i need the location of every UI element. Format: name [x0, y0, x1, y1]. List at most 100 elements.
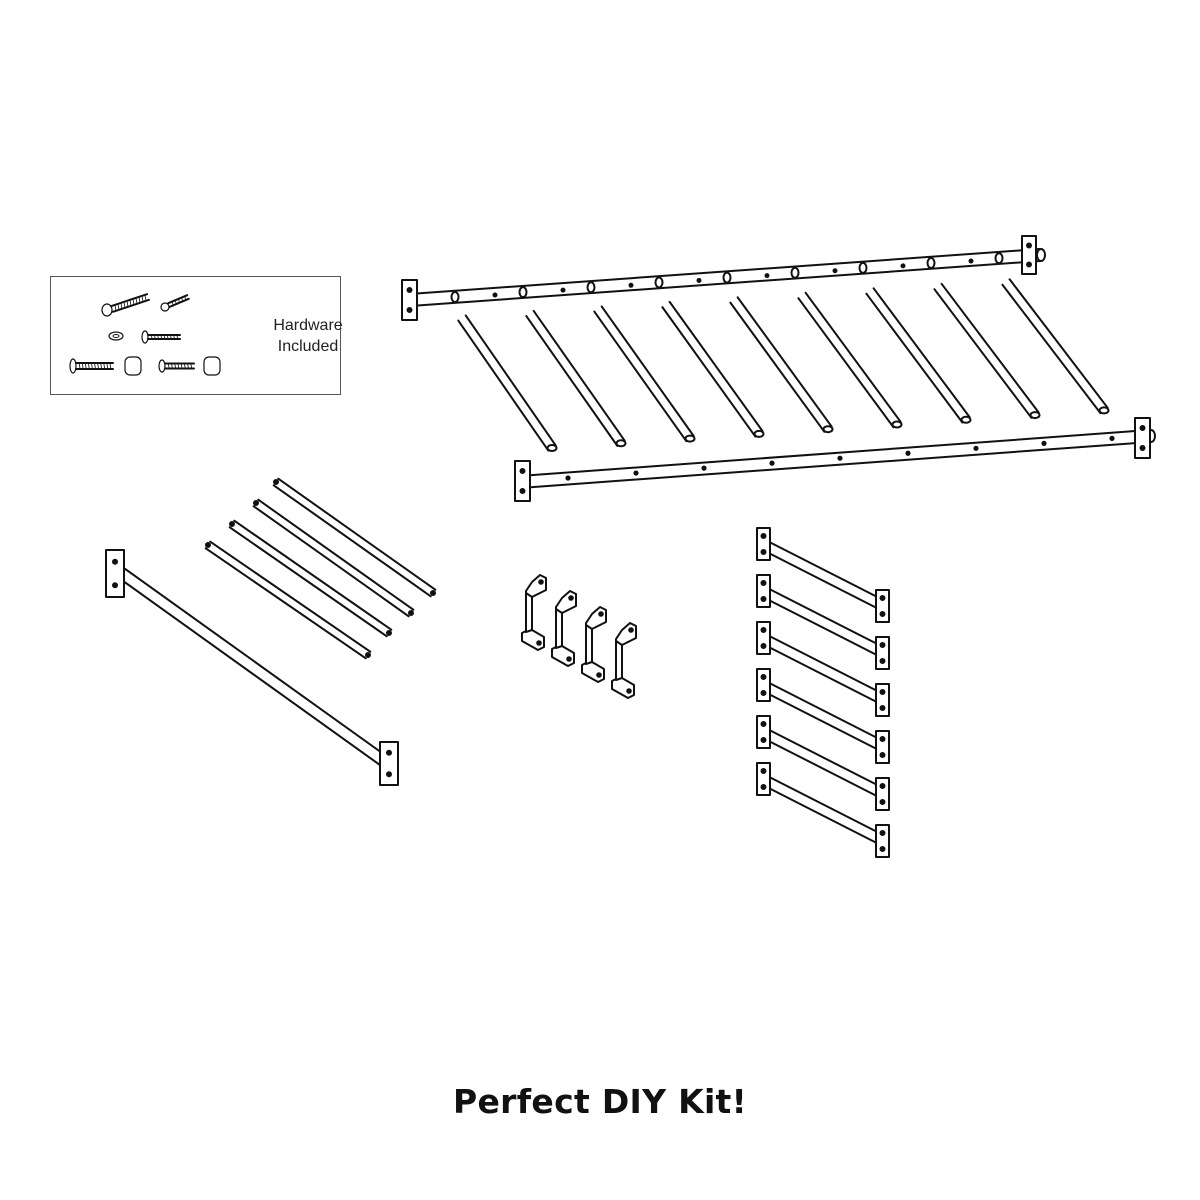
long-bar-right-plate-hole [386, 771, 392, 778]
long-bar-left-plate-hole [112, 558, 118, 565]
bolt-thread [109, 362, 112, 370]
handle-edge [585, 624, 593, 665]
top-rail-left-plate-hole [406, 287, 413, 293]
handle-edge [615, 640, 623, 681]
rung-end [546, 444, 558, 452]
bottom-rail-tube [518, 429, 1152, 489]
towel-bar-left-plate [756, 715, 771, 749]
rung-end [891, 420, 903, 429]
towel-bar-right-plate-hole [879, 783, 886, 789]
rung [1001, 278, 1109, 415]
lag-screw-thread [132, 298, 135, 306]
towel-bars [756, 527, 890, 858]
long-bar-left-plate-hole [112, 582, 118, 589]
top-rail-right-plate [1021, 235, 1037, 275]
towel-bar-right-plate [875, 824, 890, 858]
top-rail-dot [628, 282, 634, 288]
handle-edge [555, 608, 563, 649]
rung-end [753, 429, 765, 438]
towel-bar-right-plate [875, 777, 890, 811]
bottom-rail-right-plate [1134, 417, 1151, 459]
towel-bar-right-plate-hole [879, 642, 886, 648]
strap-hole [430, 590, 436, 596]
towel-bar-tube [764, 588, 884, 657]
bolt-thread [187, 363, 189, 369]
hardware-included-box: Hardware Included [50, 276, 343, 395]
long-bar-tube [115, 566, 393, 770]
strap-hole [386, 630, 392, 636]
towel-bar-left-plate-hole [760, 690, 767, 696]
screw-thread [169, 334, 172, 340]
barrel-nut [124, 356, 142, 376]
towel-bar-right-plate-hole [879, 611, 886, 617]
rung [729, 296, 833, 433]
long-bar-left-plate [105, 549, 125, 598]
screw-thread [176, 334, 179, 340]
long-bar-right-plate-hole [386, 749, 392, 756]
bottom-rail-dot [769, 460, 775, 466]
lag-screw-thread [138, 296, 141, 304]
towel-bar-tube [764, 776, 884, 845]
top-rail-left-plate-hole [406, 307, 413, 313]
screw-thread [163, 334, 166, 340]
towel-bar-right-plate [875, 683, 890, 717]
handle-hole [536, 640, 542, 646]
bottom-rail-right-plate-hole [1139, 425, 1146, 431]
towel-bar-left-plate-hole [760, 627, 767, 633]
long-bar [105, 549, 399, 786]
towel-bar-left-plate-hole [760, 643, 767, 649]
top-rail-left-plate [401, 279, 418, 321]
strap-hole [365, 652, 371, 658]
hardware-icons [69, 293, 221, 376]
bottom-rail-left-plate [514, 460, 531, 502]
bolt-thread [103, 362, 106, 370]
top-rail-rung-hole [858, 261, 868, 274]
lag-screw-thread [117, 303, 120, 311]
bottom-rail-dot [837, 455, 843, 461]
washer [108, 331, 124, 341]
strap [252, 498, 415, 618]
bottom-rail-dot [701, 465, 707, 471]
towel-bar-right-plate-hole [879, 736, 886, 742]
top-rail-right-plate-hole [1026, 242, 1032, 249]
towel-bar-right-plate-hole [879, 658, 886, 664]
top-rail-rung-hole [994, 252, 1004, 265]
strap-hole [229, 521, 235, 527]
screw-head [141, 330, 149, 344]
towel-bar-left-plate [756, 762, 771, 796]
top-rail-end [1036, 248, 1046, 262]
top-rail-dot [560, 287, 566, 293]
rung-end [1098, 406, 1110, 415]
bottom-rail-dot [905, 450, 911, 456]
lag-screw-thread [141, 295, 144, 303]
bolt-thread [171, 363, 173, 369]
bottom-rail-left-plate-hole [519, 468, 526, 474]
towel-bar-tube [764, 729, 884, 798]
bolt-thread [100, 362, 103, 370]
top-rail-dot [492, 292, 498, 298]
strap-hole [408, 610, 414, 616]
hardware-label-line2: Included [277, 338, 339, 355]
bolt-thread [87, 362, 90, 370]
handle-hole [628, 627, 634, 633]
rung [933, 282, 1040, 419]
bolt-thread [180, 363, 183, 369]
towel-bar-left-plate-hole [760, 784, 767, 790]
handle-hole [568, 595, 574, 601]
bottom-rail-dot [1041, 440, 1047, 446]
handle-edge [525, 592, 533, 633]
handle [581, 606, 607, 683]
bolt-head [69, 358, 77, 374]
handle [521, 574, 547, 651]
towel-bar-right-plate-hole [879, 752, 886, 758]
towel-bar-right-plate-hole [879, 830, 886, 836]
screw-thread [150, 334, 153, 340]
wood-screw-thread [178, 298, 180, 304]
towel-bar-right-plate-hole [879, 799, 886, 805]
bottom-rail-left-plate-hole [519, 488, 526, 494]
bottom-rail [514, 417, 1156, 502]
handle-hole [598, 611, 604, 617]
towel-bar-right-plate-hole [879, 705, 886, 711]
towel-bar-left-plate [756, 574, 771, 608]
handle-hole [596, 672, 602, 678]
